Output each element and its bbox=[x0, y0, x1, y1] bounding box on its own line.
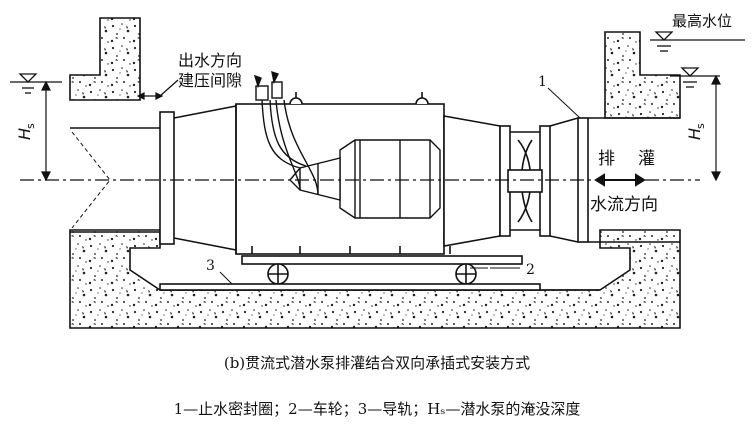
svg-text:s: s bbox=[24, 123, 37, 129]
figure-caption: (b)贯流式潜水泵排灌结合双向承插式安装方式 bbox=[223, 354, 531, 372]
label-irrigate: 灌 bbox=[638, 149, 655, 169]
callout-leaders bbox=[219, 87, 581, 285]
water-level-right bbox=[670, 67, 720, 88]
label-max-water-level: 最高水位 bbox=[672, 12, 732, 30]
hs-right-dimension bbox=[711, 74, 721, 182]
label-hs-right: H s bbox=[685, 123, 707, 140]
impeller-section bbox=[443, 115, 589, 247]
power-cables bbox=[253, 70, 319, 196]
installation-diagram: 出水方向 建压间隙 最高水位 排 灌 水流方向 H s H s 1 2 3 bbox=[10, 12, 745, 329]
left-pipe bbox=[70, 105, 237, 251]
figure-legend: 1—止水密封圈；2—车轮；3—导轨；Hₛ—潜水泵的淹没深度 bbox=[173, 400, 581, 418]
hs-left-dimension bbox=[41, 80, 51, 182]
svg-text:H: H bbox=[685, 128, 704, 140]
svg-text:H: H bbox=[15, 128, 34, 140]
right-pipe bbox=[549, 117, 680, 243]
callout-3: 3 bbox=[206, 258, 215, 274]
cart-and-rail bbox=[159, 246, 541, 291]
svg-text:s: s bbox=[694, 123, 707, 129]
concrete-walls bbox=[69, 17, 681, 329]
max-water-level-marker bbox=[650, 31, 745, 52]
water-level-left bbox=[10, 73, 62, 94]
label-outlet-direction: 出水方向 bbox=[178, 51, 242, 70]
label-hs-left: H s bbox=[15, 123, 37, 140]
label-drain: 排 bbox=[598, 149, 615, 169]
label-gap: 建压间隙 bbox=[178, 71, 242, 90]
callout-1: 1 bbox=[538, 74, 547, 90]
gap-arrow bbox=[136, 79, 179, 100]
label-flow-direction: 水流方向 bbox=[590, 195, 658, 215]
flow-double-arrow bbox=[594, 173, 646, 187]
callout-2: 2 bbox=[526, 262, 535, 278]
guide-rail bbox=[159, 283, 541, 291]
